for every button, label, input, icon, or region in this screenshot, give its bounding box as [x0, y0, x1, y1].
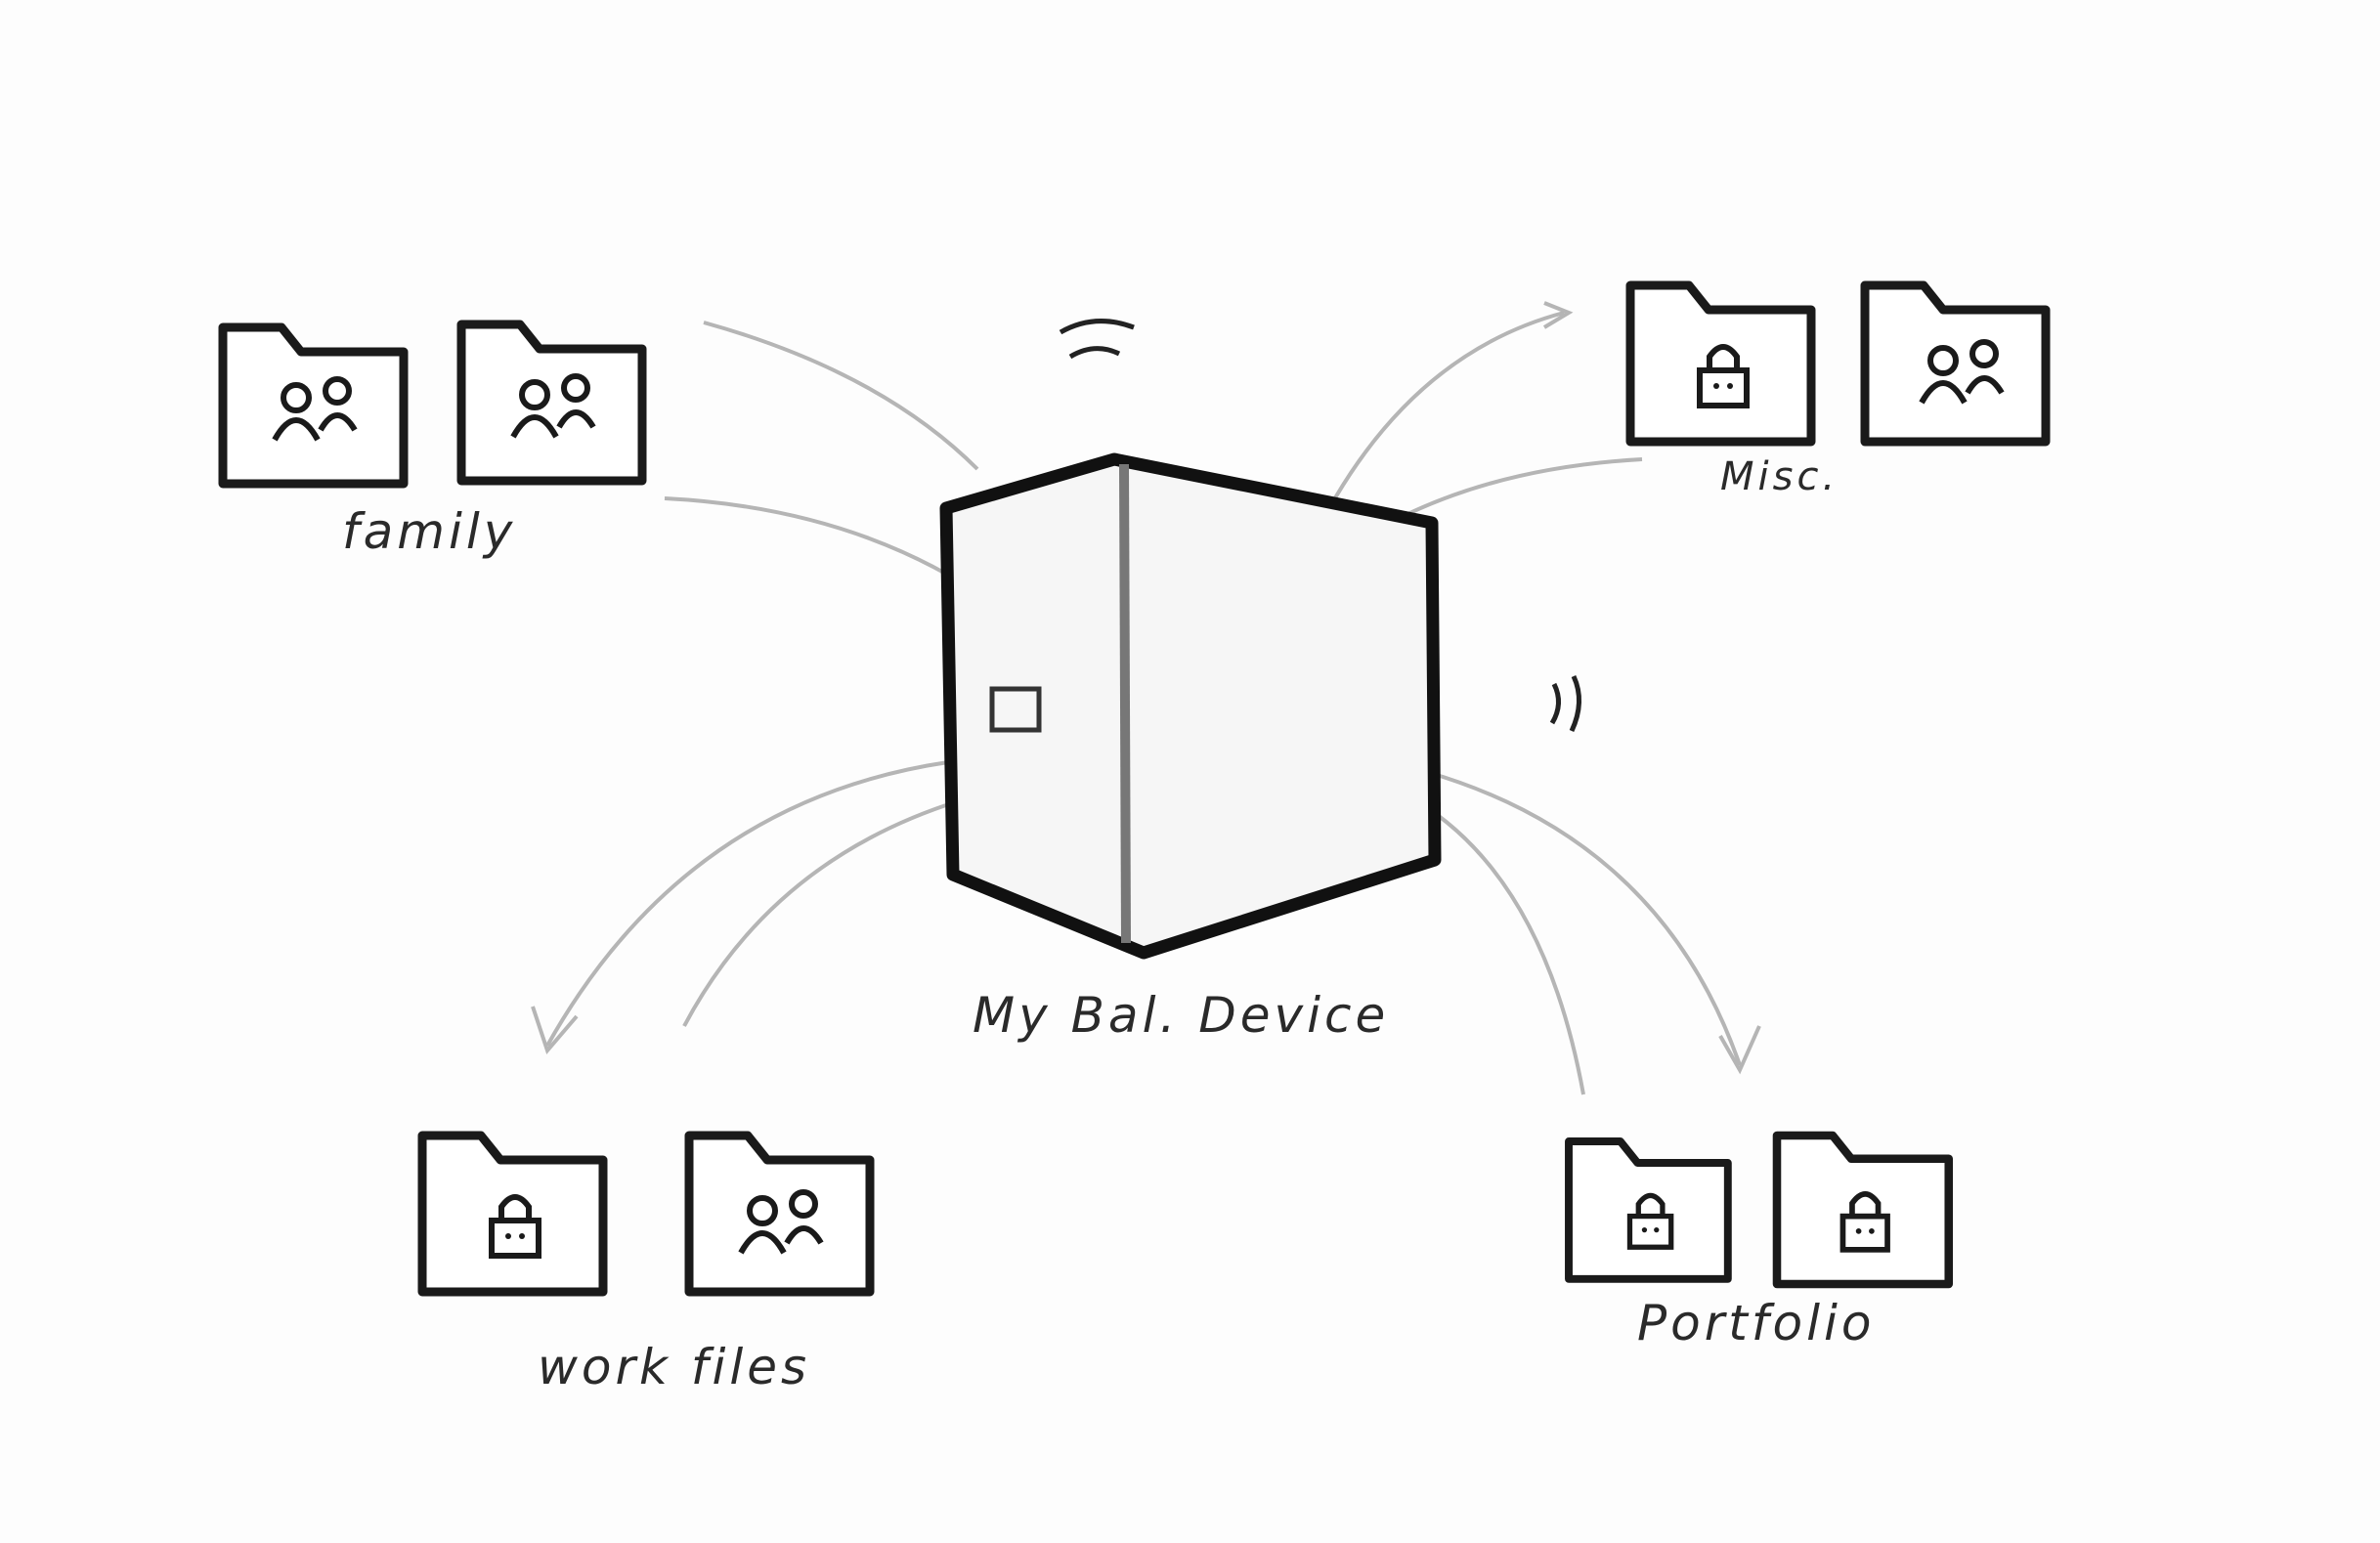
folder-family-2[interactable] [461, 324, 642, 481]
storage-device-icon[interactable] [939, 452, 1442, 960]
folder-work-2[interactable] [689, 1136, 870, 1292]
group-label-work-files: work files [538, 1339, 811, 1395]
group-label-misc: Misc. [1720, 454, 1839, 499]
folder-work-1[interactable] [422, 1136, 603, 1292]
group-label-family: family [342, 503, 517, 560]
device-label: My Bal. Device [973, 987, 1390, 1044]
folder-portfolio-2[interactable] [1777, 1136, 1949, 1284]
folder-misc-1[interactable] [1630, 285, 1811, 442]
wireless-signal-icon [1059, 319, 1581, 733]
folder-portfolio-1[interactable] [1569, 1141, 1728, 1279]
group-label-portfolio: Portfolio [1637, 1295, 1876, 1351]
folder-family-1[interactable] [223, 327, 404, 484]
folder-misc-2[interactable] [1865, 285, 2046, 442]
